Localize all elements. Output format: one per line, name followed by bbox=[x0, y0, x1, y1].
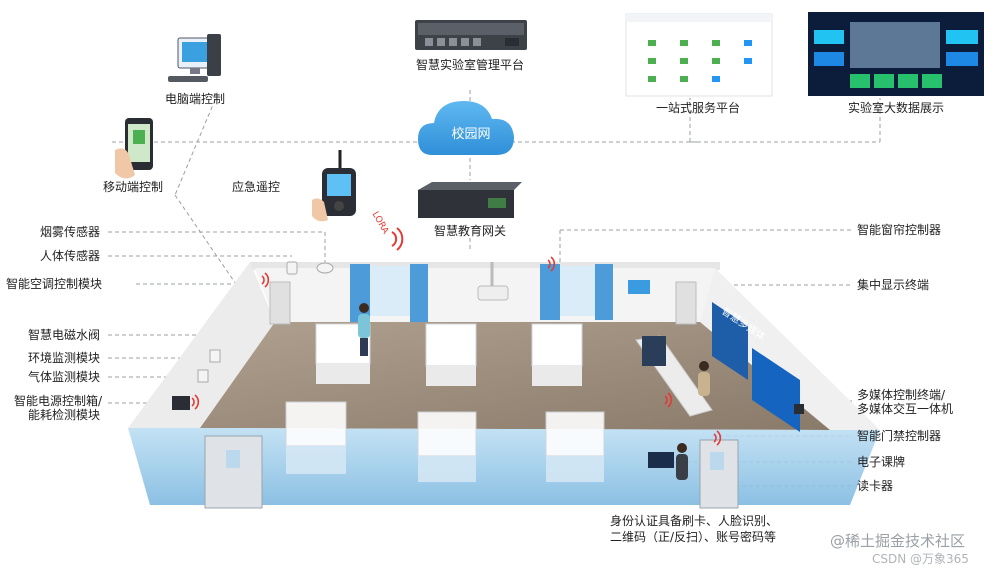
remote-device bbox=[312, 150, 404, 251]
label-multimedia-terminal: 多媒体控制终端/ bbox=[857, 388, 946, 402]
label-water-valve: 智慧电磁水阀 bbox=[28, 328, 101, 342]
note-auth-line2: 二维码（正/反扫）、账号密码等 bbox=[610, 530, 777, 544]
label-energy-monitor: 能耗检测模块 bbox=[28, 408, 101, 422]
label-mobile-control: 移动端控制 bbox=[102, 180, 163, 194]
lab-room bbox=[128, 256, 880, 509]
label-access-controller: 智能门禁控制器 bbox=[857, 429, 942, 443]
label-e-class-sign: 电子课牌 bbox=[857, 455, 906, 469]
label-smoke-sensor: 烟雾传感器 bbox=[40, 225, 101, 239]
label-curtain-controller: 智能窗帘控制器 bbox=[857, 223, 942, 237]
label-campus-network: 校园网 bbox=[451, 127, 491, 142]
label-env-monitor: 环境监测模块 bbox=[28, 351, 101, 365]
label-bigdata: 实验室大数据展示 bbox=[847, 101, 944, 115]
label-ac-module: 智能空调控制模块 bbox=[6, 277, 103, 291]
gateway-device bbox=[418, 182, 522, 218]
label-one-stop-platform: 一站式服务平台 bbox=[655, 101, 740, 115]
note-auth-line1: 身份认证具备刷卡、人脸识别、 bbox=[610, 514, 779, 528]
label-display-terminal: 集中显示终端 bbox=[857, 278, 930, 292]
label-gas-monitor: 气体监测模块 bbox=[28, 370, 101, 384]
label-multimedia-all-in-one: 多媒体交互一体机 bbox=[857, 402, 954, 416]
watermark-csdn: CSDN @万象365 bbox=[872, 552, 969, 566]
pc-device bbox=[168, 34, 221, 82]
server-device bbox=[415, 20, 527, 50]
label-card-reader: 读卡器 bbox=[857, 479, 894, 493]
label-power-box: 智能电源控制箱/ bbox=[14, 394, 103, 408]
label-gateway: 智慧教育网关 bbox=[433, 224, 506, 238]
label-server: 智慧实验室管理平台 bbox=[415, 58, 524, 72]
label-pc-control: 电脑端控制 bbox=[164, 92, 225, 106]
label-remote-control: 应急遥控 bbox=[231, 180, 280, 194]
campus-network-cloud bbox=[418, 101, 514, 155]
label-human-sensor: 人体传感器 bbox=[40, 249, 101, 263]
mobile-device bbox=[115, 118, 153, 179]
watermark: @稀土掘金技术社区 bbox=[830, 532, 966, 550]
one-stop-screen bbox=[625, 13, 773, 97]
bigdata-screen bbox=[808, 12, 984, 96]
